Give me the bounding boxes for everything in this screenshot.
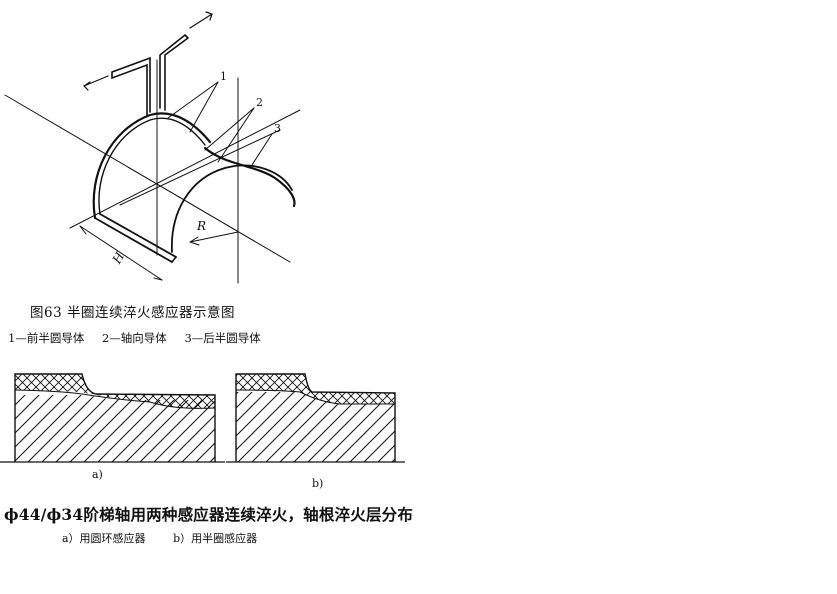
radius-arrow: [189, 236, 200, 246]
legend-item-front: 1—前半圆导体: [8, 331, 85, 345]
inductor-diagram: [4, 11, 301, 284]
callout-1-leader-a: [167, 81, 219, 119]
axial-conductor-back: [171, 256, 177, 263]
callout-3-leader: [249, 133, 273, 169]
front-half-ring: [92, 112, 212, 220]
front-half-ring-inner: [98, 117, 206, 215]
axis-line-lower: [69, 109, 301, 229]
legend-item-axial: 2—轴向导体: [101, 331, 167, 345]
lead-arrow: [189, 11, 213, 29]
axial-conductor-front: [94, 213, 177, 263]
section-a: [0, 373, 225, 463]
callout-2-leader-b: [217, 107, 255, 163]
width-dim-arrow: [79, 225, 163, 281]
back-half-ring: [203, 146, 296, 208]
section-a-outline: [14, 373, 216, 462]
subcaption-a: a）用圆环感应器: [62, 532, 146, 545]
axis-line-mid: [119, 129, 281, 206]
lead-left: [111, 56, 151, 116]
callout-1: 1: [220, 70, 227, 83]
width-label: H: [109, 249, 127, 266]
quench-figure-subcaptions: a）用圆环感应器 b）用半圈感应器: [62, 530, 281, 546]
section-b: [226, 373, 405, 463]
figure63-legend: 1—前半圆导体 2—轴向导体 3—后半圆导体: [8, 330, 275, 346]
section-b-body: [236, 392, 395, 462]
section-b-boundary: [235, 389, 395, 405]
section-a-body: [15, 395, 215, 462]
radius-line: [189, 231, 239, 243]
radius-label: R: [196, 219, 206, 233]
quench-figure-caption: ϕ44/ϕ34阶梯轴用两种感应器连续淬火，轴根淬火层分布: [4, 505, 414, 524]
lead-arrow-left: [83, 75, 109, 91]
section-a-quench-layer: [15, 374, 215, 409]
callout-2: 2: [256, 96, 263, 109]
back-half-ring-inner: [171, 164, 293, 253]
callout-2-leader-a: [204, 107, 255, 151]
axis-line-upper: [4, 94, 291, 263]
section-b-label: b): [312, 477, 323, 490]
section-b-outline: [235, 373, 396, 462]
lead-right: [159, 34, 189, 111]
section-a-boundary: [14, 389, 216, 409]
callout-1-leader-b: [189, 81, 219, 133]
section-a-label: a): [92, 468, 103, 481]
legend-item-back: 3—后半圆导体: [184, 331, 261, 345]
width-dim-line: [79, 225, 163, 281]
section-b-quench-layer: [236, 374, 395, 404]
figure63-caption: 图63 半圈连续淬火感应器示意图: [30, 305, 235, 321]
subcaption-b: b）用半圈感应器: [173, 532, 258, 545]
callout-3: 3: [274, 122, 281, 135]
